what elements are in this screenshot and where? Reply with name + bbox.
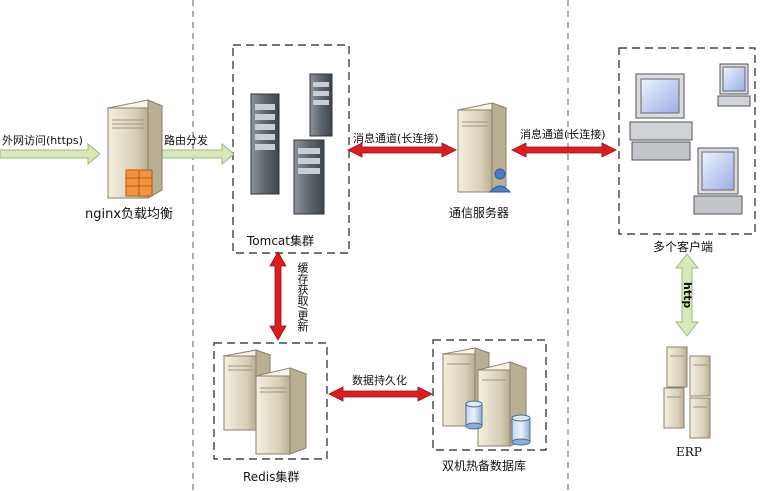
nginx-server-icon (106, 99, 164, 199)
comm-server-icon (456, 102, 512, 193)
db-cylinder-icon-2 (511, 414, 531, 446)
comm-server-label: 通信服务器 (449, 206, 510, 220)
routing-arrow (161, 142, 235, 166)
clients-label: 多个客户端 (653, 240, 714, 254)
redis-server-icon-2 (254, 367, 308, 455)
tomcat-server-icon-3 (293, 139, 325, 215)
http-arrow (674, 253, 700, 337)
tomcat-server-icon-1 (250, 93, 280, 195)
tomcat-label: Tomcat集群 (247, 234, 314, 248)
redis-label: Redis集群 (243, 470, 300, 484)
clients-box (618, 47, 756, 235)
redis-cluster-box (213, 342, 328, 460)
nginx-label: nginx负载均衡 (85, 207, 174, 222)
client-computer-icon-2 (717, 63, 751, 107)
message-channel-right-label: 消息通道(长连接) (520, 128, 606, 141)
cache-arrow (269, 251, 287, 341)
client-computer-icon-1 (629, 73, 693, 161)
http-label: http (681, 282, 694, 309)
database-box (432, 339, 547, 451)
message-channel-arrow-right (511, 142, 617, 158)
tomcat-cluster-box (232, 44, 350, 254)
database-label: 双机热备数据库 (442, 459, 527, 473)
persistence-label: 数据持久化 (352, 374, 407, 387)
message-channel-arrow-left (347, 142, 457, 158)
client-computer-icon-3 (693, 147, 743, 215)
external-access-label: 外网访问(https) (2, 134, 83, 147)
erp-label: ERP (676, 445, 702, 459)
message-channel-left-label: 消息通道(长连接) (353, 132, 439, 145)
db-cylinder-icon-1 (465, 400, 483, 430)
external-access-arrow (0, 142, 101, 166)
routing-label: 路由分发 (164, 134, 208, 147)
tomcat-server-icon-2 (309, 73, 333, 137)
persistence-arrow (328, 386, 433, 402)
erp-server-icon (663, 346, 711, 439)
cache-label: 缓存获取/更新 (296, 262, 309, 332)
